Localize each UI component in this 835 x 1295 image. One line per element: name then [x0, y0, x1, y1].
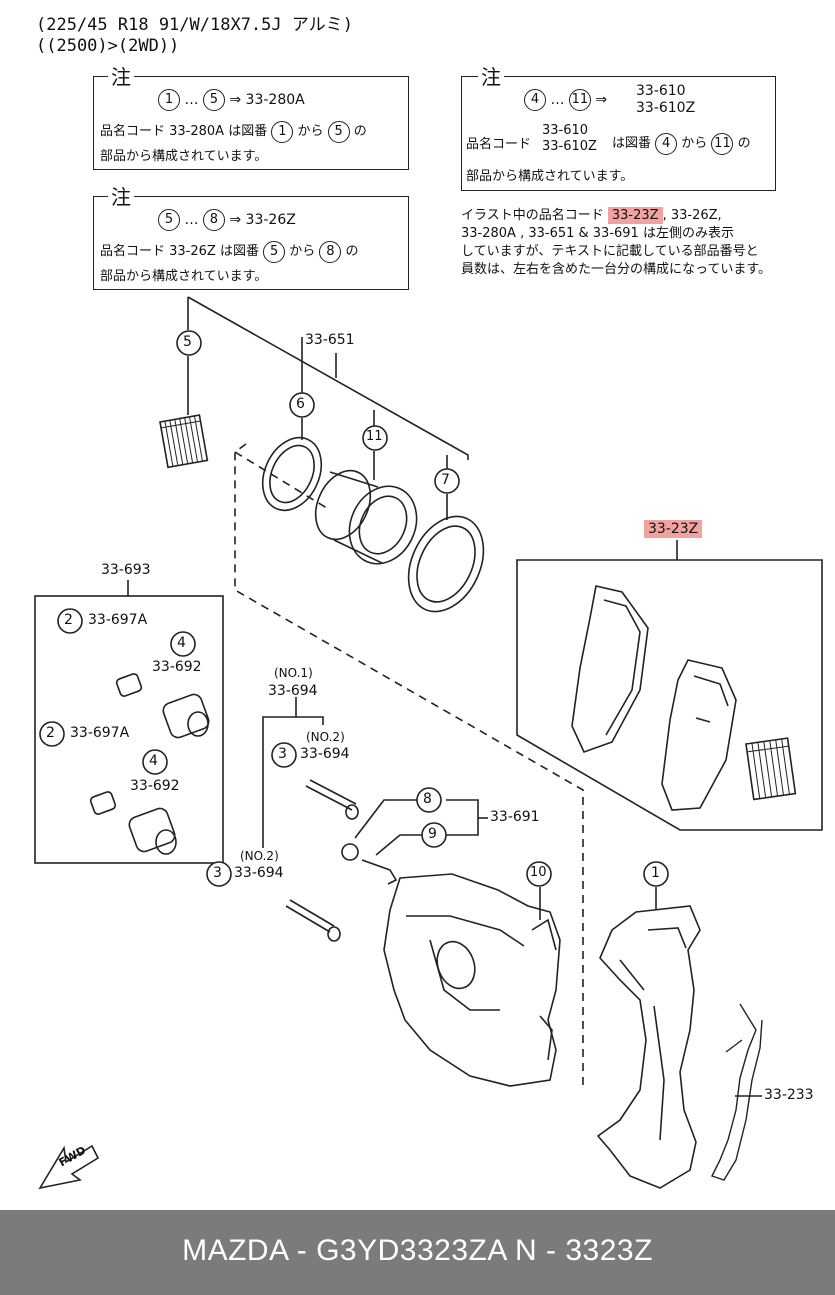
- callout-text: していますが、テキストに記載している部品番号と: [461, 244, 759, 259]
- circle-number: 1: [271, 120, 294, 143]
- footer-bar: MAZDA - G3YD3323ZA N - 3323Z: [0, 1210, 835, 1295]
- circle-number: 8: [202, 209, 225, 231]
- circle-number: 5: [202, 89, 225, 111]
- exploded-view: [34, 296, 823, 1190]
- label-33-233[interactable]: 33-233: [764, 1087, 814, 1103]
- circle-number: 4: [524, 89, 546, 111]
- circle-number: 5: [263, 240, 286, 263]
- callout-2: 2: [46, 725, 55, 741]
- note3-text: 品名コード: [466, 137, 532, 152]
- callout-4: 4: [177, 635, 186, 651]
- note2-text: 部品から構成されています。: [100, 269, 268, 284]
- circle-number: 11: [568, 89, 591, 111]
- callout-7: 7: [441, 472, 450, 488]
- callout-3: 3: [213, 865, 222, 881]
- circle-number: 11: [711, 132, 734, 155]
- callout-8: 8: [423, 791, 432, 807]
- note2-text: の: [345, 244, 359, 259]
- note-mark: 注: [108, 61, 134, 90]
- label-no2: (NO.2): [240, 849, 279, 863]
- note3-code1: 33-610: [542, 123, 589, 138]
- label-33-651[interactable]: 33-651: [305, 332, 355, 348]
- label-33-697a[interactable]: 33-697A: [88, 612, 148, 628]
- label-33-692[interactable]: 33-692: [130, 778, 180, 794]
- label-33-697a[interactable]: 33-697A: [70, 725, 130, 741]
- callout-6: 6: [296, 396, 305, 412]
- callout-text: イラスト中の品名コード: [461, 208, 604, 223]
- label-33-691[interactable]: 33-691: [490, 809, 540, 825]
- note3-code1: 33-610: [636, 83, 686, 99]
- callout-4: 4: [149, 753, 158, 769]
- circle-number: 5: [158, 209, 180, 231]
- vehicle-spec-line: (225/45 R18 91/W/18X7.5J アルミ): [36, 15, 353, 35]
- callout-3: 3: [278, 746, 287, 762]
- note2-text: 品名コード 33-26Z は図番: [100, 244, 259, 259]
- callout-10: 10: [530, 865, 547, 880]
- circle-number: 8: [319, 240, 342, 263]
- parts-diagram: (225/45 R18 91/W/18X7.5J アルミ) ((2500)>(2…: [34, 15, 823, 1190]
- callout-1: 1: [651, 865, 660, 881]
- note2-text: から: [289, 244, 316, 259]
- callout-text: 員数は、左右を含めた一台分の構成になっています。: [461, 262, 772, 277]
- note-mark: 注: [108, 181, 134, 210]
- note3-text: から: [681, 136, 708, 151]
- note3-code2: 33-610Z: [636, 100, 696, 116]
- note-box-1: 注 1 … 5 ⇒ 33-280A 品名コード 33-280A は図番 1 から…: [93, 61, 409, 170]
- highlight-part-code[interactable]: 33-23Z: [607, 207, 663, 224]
- callout-2: 2: [64, 612, 73, 628]
- label-33-693[interactable]: 33-693: [101, 562, 151, 578]
- note-mark: 注: [478, 61, 504, 90]
- note-box-3: 注 4 … 11 ⇒ 33-610 33-610Z 品名コード 33-610 3…: [461, 61, 776, 191]
- callout-paragraph: イラスト中の品名コード 33-23Z, 33-26Z, 33-280A , 33…: [461, 207, 771, 279]
- note3-text: 部品から構成されています。: [466, 169, 634, 184]
- note3-text: は図番: [612, 136, 652, 151]
- note1-text: 部品から構成されています。: [100, 149, 268, 164]
- note1-code: 33-280A: [245, 92, 305, 108]
- circle-number: 1: [158, 89, 180, 111]
- callout-text: 33-280A , 33-651 & 33-691 は左側のみ表示: [461, 226, 734, 241]
- note3-code2: 33-610Z: [542, 139, 597, 154]
- label-33-694[interactable]: 33-694: [268, 683, 318, 699]
- circle-number: 5: [327, 120, 350, 143]
- part-number-caption: MAZDA - G3YD3323ZA N - 3323Z: [182, 1234, 653, 1267]
- label-33-694[interactable]: 33-694: [234, 865, 284, 881]
- label-no2: (NO.2): [306, 730, 345, 744]
- note3-text: の: [737, 136, 751, 151]
- note1-text: の: [353, 124, 367, 139]
- circle-number: 4: [655, 132, 678, 155]
- callout-11: 11: [366, 429, 383, 444]
- label-33-23z[interactable]: 33-23Z: [644, 520, 703, 538]
- callout-text: , 33-26Z,: [662, 208, 722, 223]
- label-33-694[interactable]: 33-694: [300, 746, 350, 762]
- note1-text: から: [297, 124, 324, 139]
- vehicle-variant-line: ((2500)>(2WD)): [36, 36, 180, 56]
- callout-5: 5: [183, 334, 192, 350]
- callout-9: 9: [428, 826, 437, 842]
- note2-code: 33-26Z: [245, 212, 296, 228]
- note-box-2: 注 5 … 8 ⇒ 33-26Z 品名コード 33-26Z は図番 5 から 8…: [93, 181, 409, 290]
- label-33-692[interactable]: 33-692: [152, 659, 202, 675]
- label-no1: (NO.1): [274, 666, 313, 680]
- note1-text: 品名コード 33-280A は図番: [100, 124, 268, 139]
